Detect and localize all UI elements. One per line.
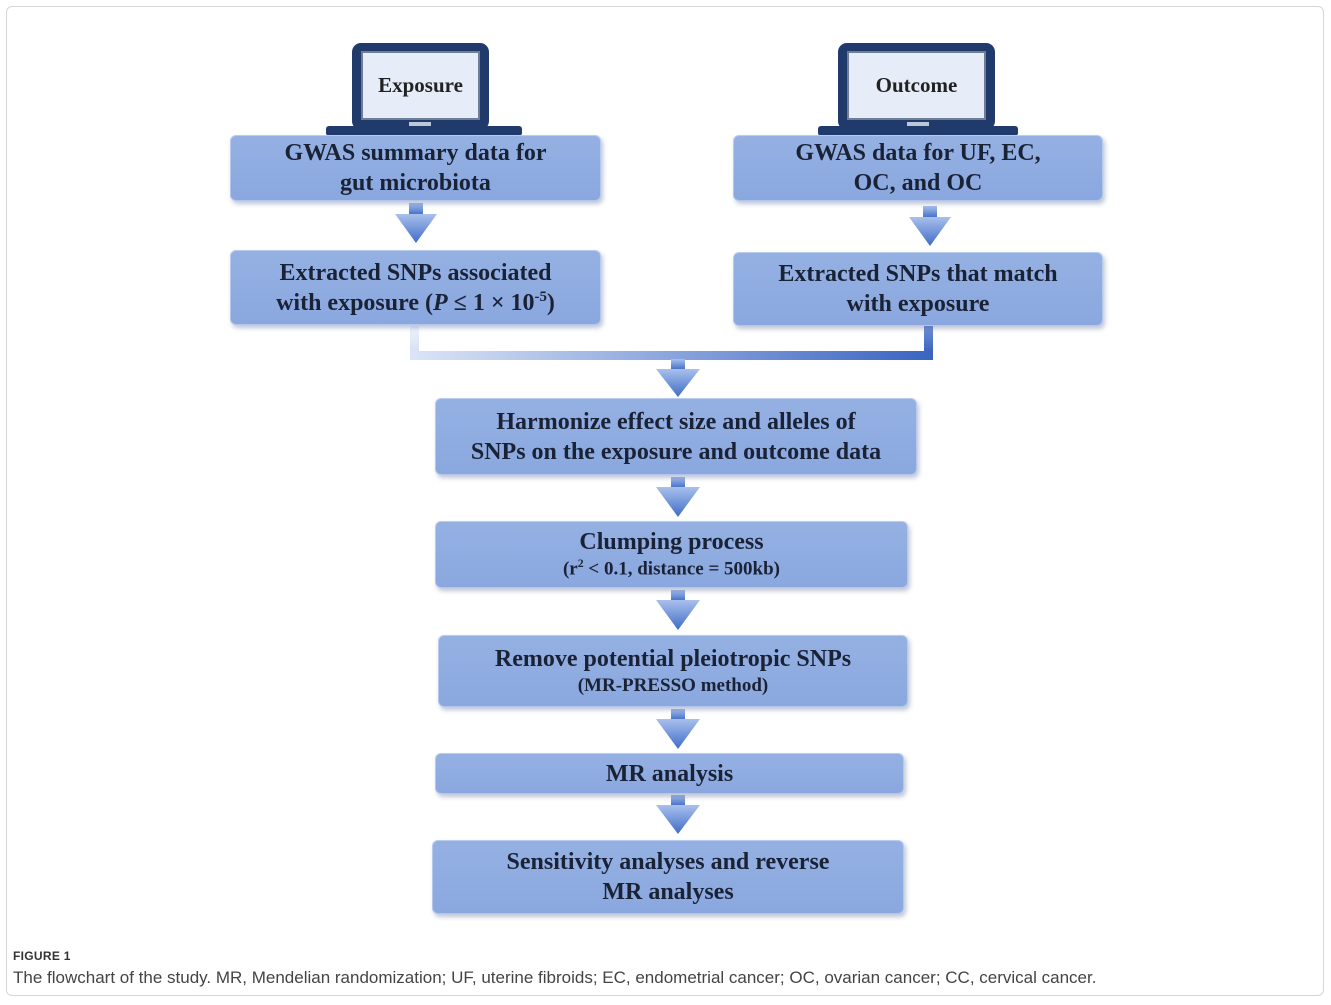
box-text-line: GWAS summary data for — [284, 140, 547, 166]
exposure-monitor-icon: Exposure — [352, 43, 489, 130]
exponent: -5 — [534, 288, 547, 305]
text-fragment: ) — [546, 289, 555, 316]
figure-label: FIGURE 1 — [13, 949, 71, 963]
exponent: 2 — [577, 557, 584, 571]
extract-outcome-box: Extracted SNPs that match with exposure — [733, 252, 1103, 326]
box-text-line: Harmonize effect size and alleles of — [496, 408, 856, 435]
box-text-line: (r2 < 0.1, distance = 500kb) — [563, 557, 780, 581]
harmonize-box: Harmonize effect size and alleles of SNP… — [435, 398, 917, 475]
pleiotropy-box: Remove potential pleiotropic SNPs (MR-PR… — [438, 635, 908, 707]
box-text-line: gut microbiota — [340, 170, 491, 196]
text-fragment: < 0.1, distance = 500kb) — [583, 558, 781, 580]
outcome-label: Outcome — [847, 51, 986, 120]
text-fragment: (r — [562, 558, 578, 580]
box-text-line: Clumping process — [579, 529, 764, 556]
text-fragment: with exposure ( — [276, 289, 433, 316]
box-text-line: Extracted SNPs associated — [279, 259, 552, 286]
mr-analysis-box: MR analysis — [435, 753, 904, 794]
box-text-line: MR analyses — [602, 879, 734, 905]
clumping-box: Clumping process (r2 < 0.1, distance = 5… — [435, 521, 908, 588]
box-text-line: with exposure — [846, 291, 990, 317]
box-text-line: Extracted SNPs that match — [778, 261, 1058, 287]
figure-frame — [6, 6, 1324, 996]
outcome-monitor-base — [818, 126, 1018, 136]
box-text-line: MR analysis — [605, 760, 734, 787]
outcome-monitor-icon: Outcome — [838, 43, 995, 130]
box-text-line: GWAS data for UF, EC, — [795, 140, 1041, 166]
extract-exposure-box: Extracted SNPs associated with exposure … — [230, 250, 601, 325]
box-text-line: SNPs on the exposure and outcome data — [470, 438, 882, 465]
box-text-line: (MR-PRESSO method) — [577, 675, 769, 697]
exposure-monitor-base — [326, 126, 522, 136]
box-text-line: Sensitivity analyses and reverse — [506, 849, 830, 875]
figure-caption: The flowchart of the study. MR, Mendelia… — [13, 968, 1097, 987]
sensitivity-box: Sensitivity analyses and reverse MR anal… — [432, 840, 904, 914]
gwas-outcome-box: GWAS data for UF, EC, OC, and OC — [733, 135, 1103, 201]
gwas-exposure-box: GWAS summary data for gut microbiota — [230, 135, 601, 201]
text-fragment: ≤ 1 × 10 — [447, 289, 535, 316]
box-text-line: with exposure (P ≤ 1 × 10-5) — [276, 288, 555, 318]
p-symbol: P — [432, 289, 448, 316]
exposure-label: Exposure — [361, 51, 480, 120]
box-text-line: Remove potential pleiotropic SNPs — [494, 646, 852, 673]
box-text-line: OC, and OC — [853, 170, 983, 196]
